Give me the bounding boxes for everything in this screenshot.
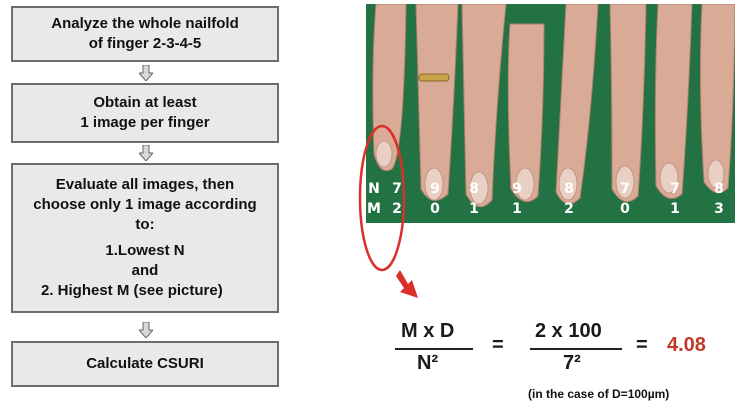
step3-line1: Evaluate all images, then [13, 175, 277, 195]
formula-denominator: N² [417, 352, 438, 375]
step2-line1: Obtain at least [13, 93, 277, 113]
formula-result: 4.08 [667, 334, 706, 357]
step1-line2: of finger 2-3-4-5 [13, 34, 277, 54]
formula-denominator-values: 7² [563, 352, 581, 375]
finger-n-value: 9 [510, 181, 524, 197]
finger-n-value: 8 [467, 181, 481, 197]
step3-line3: to: [13, 215, 277, 235]
criterion-highest-m: 2. Highest M (see picture) [13, 281, 277, 301]
fraction-line [395, 348, 473, 350]
step-obtain-image: Obtain at least 1 image per finger [11, 83, 279, 143]
finger-m-value: 1 [510, 201, 524, 217]
equals-sign: = [492, 334, 504, 357]
finger-m-value: 1 [467, 201, 481, 217]
finger-n-value: 8 [712, 181, 726, 197]
finger-m-value: 1 [668, 201, 682, 217]
criterion-lowest-n: 1.Lowest N [13, 241, 277, 261]
finger-n-value: 9 [428, 181, 442, 197]
finger-m-value: 2 [562, 201, 576, 217]
finger-m-value: 0 [428, 201, 442, 217]
criterion-and: and [13, 261, 277, 281]
down-arrow-icon [139, 65, 153, 81]
step1-line1: Analyze the whole nailfold [13, 14, 277, 34]
formula-note: (in the case of D=100µm) [528, 387, 669, 401]
finger-m-value: 0 [618, 201, 632, 217]
down-arrow-icon [139, 322, 153, 338]
finger-n-value: 7 [668, 181, 682, 197]
step-calculate-csuri: Calculate CSURI [11, 341, 279, 387]
finger-n-value: 7 [618, 181, 632, 197]
step4-label: Calculate CSURI [13, 354, 277, 374]
step3-line2: choose only 1 image according [13, 195, 277, 215]
finger-n-value: 8 [562, 181, 576, 197]
equals-sign: = [636, 334, 648, 357]
step-evaluate-images: Evaluate all images, then choose only 1 … [11, 163, 279, 313]
highlight-ellipse [352, 120, 422, 305]
red-arrow-icon [396, 270, 418, 298]
formula-numerator: M x D [401, 320, 454, 343]
finger-m-value: 3 [712, 201, 726, 217]
step2-line2: 1 image per finger [13, 113, 277, 133]
fraction-line [530, 348, 622, 350]
down-arrow-icon [139, 145, 153, 161]
formula-numerator-values: 2 x 100 [535, 320, 602, 343]
step-analyze-nailfold: Analyze the whole nailfold of finger 2-3… [11, 6, 279, 62]
